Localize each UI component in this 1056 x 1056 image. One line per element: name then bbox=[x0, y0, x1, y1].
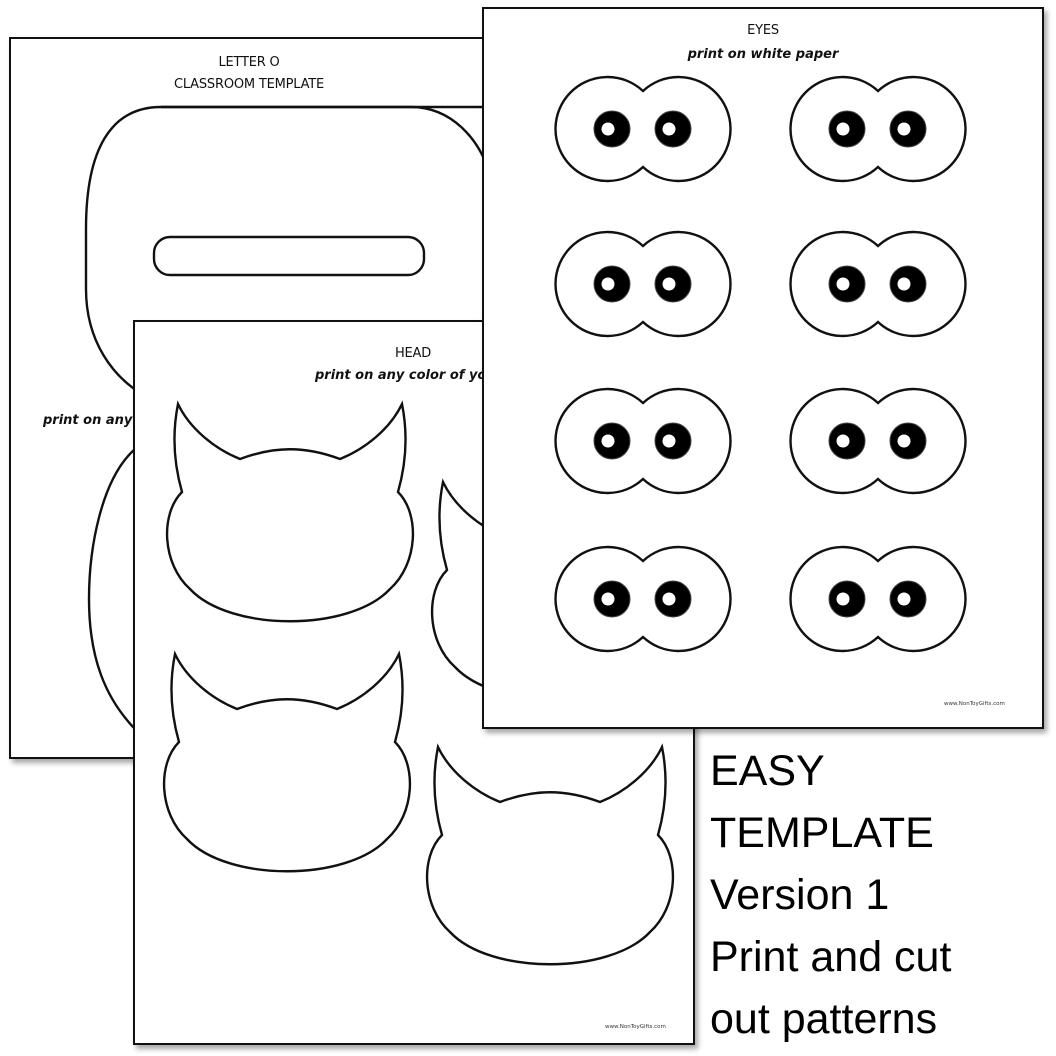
eyes-outline bbox=[789, 387, 967, 495]
cat-head-outline bbox=[162, 650, 412, 873]
head-footer-url: www.NonToyGifts.com bbox=[605, 1024, 666, 1030]
eyes-outline bbox=[554, 545, 732, 653]
pupil-highlight bbox=[836, 122, 850, 136]
pupil-highlight bbox=[836, 592, 850, 606]
cat-head-outline bbox=[425, 743, 675, 966]
eyes-template-page: EYES print on white paper www.NonToyGift… bbox=[482, 7, 1044, 729]
caption-line: Version 1 bbox=[710, 871, 890, 919]
eyes-title: EYES bbox=[747, 23, 779, 38]
eyes-outline bbox=[554, 75, 732, 183]
eyes-print-note: print on white paper bbox=[687, 47, 839, 62]
pupil-highlight bbox=[662, 122, 676, 136]
pupil-highlight bbox=[897, 122, 911, 136]
eyes-pair bbox=[789, 75, 967, 183]
eyes-pair bbox=[554, 230, 732, 338]
caption-line: out patterns bbox=[710, 995, 938, 1043]
eyes-outline bbox=[554, 387, 732, 495]
letter-o-bottom-outline bbox=[87, 448, 136, 730]
eyes-pair bbox=[789, 387, 967, 495]
pupil-highlight bbox=[662, 434, 676, 448]
eyes-shapes bbox=[554, 75, 967, 653]
pupil-highlight bbox=[601, 434, 615, 448]
head-print-note: print on any color of your ch bbox=[315, 368, 524, 383]
eyes-pair bbox=[554, 387, 732, 495]
eyes-outline bbox=[554, 230, 732, 338]
pupil-highlight bbox=[662, 592, 676, 606]
eyes-outline bbox=[789, 75, 967, 183]
eyes-pair bbox=[554, 75, 732, 183]
eyes-pair bbox=[789, 545, 967, 653]
letter-o-slot-outline bbox=[152, 235, 426, 277]
pupil-highlight bbox=[836, 277, 850, 291]
pupil-highlight bbox=[601, 277, 615, 291]
letter-o-print-note: print on any bbox=[43, 413, 133, 428]
caption-line: Print and cut bbox=[710, 933, 952, 981]
pupil-highlight bbox=[601, 592, 615, 606]
cat-head-outline bbox=[165, 400, 415, 623]
pupil-highlight bbox=[897, 277, 911, 291]
pupil-highlight bbox=[897, 434, 911, 448]
pupil-highlight bbox=[897, 592, 911, 606]
eyes-outline bbox=[789, 230, 967, 338]
eyes-outline bbox=[789, 545, 967, 653]
letter-o-subtitle: CLASSROOM TEMPLATE bbox=[173, 77, 325, 92]
pupil-highlight bbox=[662, 277, 676, 291]
letter-o-title: LETTER O bbox=[218, 55, 280, 70]
head-title: HEAD bbox=[394, 346, 432, 361]
eyes-pair bbox=[789, 230, 967, 338]
caption-text-block: EASY TEMPLATE Version 1 Print and cut ou… bbox=[710, 740, 1050, 1050]
caption-line: EASY bbox=[710, 747, 825, 795]
caption-line: TEMPLATE bbox=[710, 809, 934, 857]
eyes-pair bbox=[554, 545, 732, 653]
pupil-highlight bbox=[836, 434, 850, 448]
eyes-footer-url: www.NonToyGifts.com bbox=[944, 701, 1005, 707]
pupil-highlight bbox=[601, 122, 615, 136]
